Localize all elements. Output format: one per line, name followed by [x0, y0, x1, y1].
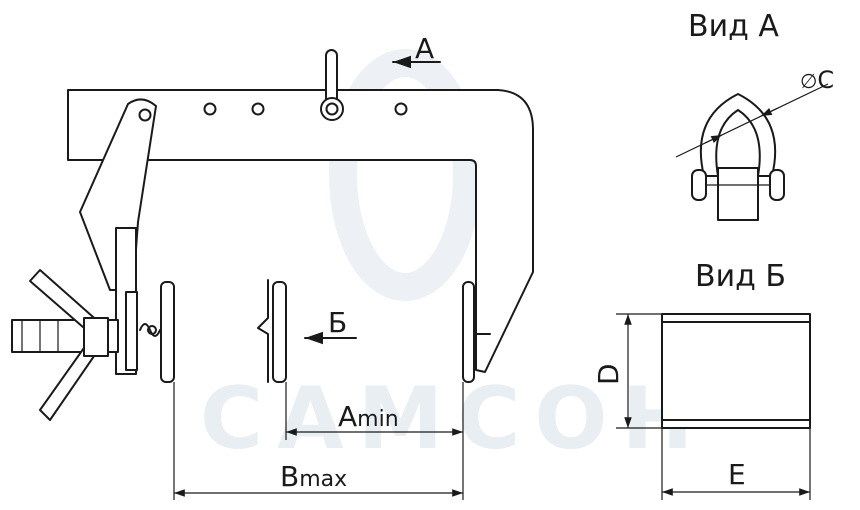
- lifting-pin: [325, 49, 338, 105]
- workpiece-plate: [272, 281, 287, 383]
- dim-e-label: E: [728, 458, 746, 491]
- shackle-body: [717, 167, 759, 221]
- left-clamp-pad: [160, 281, 175, 383]
- clamp-body-plate: [125, 291, 138, 371]
- lifting-eye: [320, 97, 344, 121]
- view-a: Вид А ∅C: [675, 9, 834, 221]
- watermark-text: САМСОН: [200, 369, 707, 469]
- view-b-arrow-label: Б: [328, 306, 347, 339]
- shackle-bolt-right: [769, 169, 785, 201]
- arm-pivot-hole: [138, 108, 152, 122]
- handle-hub: [83, 317, 109, 357]
- frame-hole: [251, 102, 265, 116]
- right-clamp-pad: [462, 281, 475, 383]
- clamp-main-view: А Б Amin Bmax: [11, 32, 534, 500]
- dim-c-line: [675, 83, 829, 158]
- view-b: Вид Б D E: [592, 259, 811, 500]
- clamp-frame: [67, 89, 534, 373]
- dim-c-arrow-left: [704, 134, 723, 144]
- dim-amin-label: Amin: [338, 400, 399, 433]
- view-a-arrow-label: А: [415, 32, 434, 65]
- pad-body: [661, 313, 811, 429]
- view-a-title: Вид А: [688, 9, 779, 44]
- frame-hole: [394, 102, 408, 116]
- clamp-spring: [139, 323, 161, 337]
- frame-hole: [203, 102, 217, 116]
- shackle-bolt-left: [691, 169, 707, 201]
- lifting-eye-hole: [325, 102, 339, 116]
- break-line: [257, 279, 269, 383]
- spring-pin: [147, 325, 157, 335]
- watermark: САМСОН: [200, 49, 707, 469]
- dim-d-label: D: [592, 363, 625, 385]
- dim-c-arrow-right: [760, 107, 779, 117]
- dim-bmax-label: Bmax: [280, 460, 347, 493]
- dim-c-label: ∅C: [800, 66, 834, 94]
- shackle-bow: [699, 93, 777, 177]
- view-b-title: Вид Б: [695, 259, 786, 294]
